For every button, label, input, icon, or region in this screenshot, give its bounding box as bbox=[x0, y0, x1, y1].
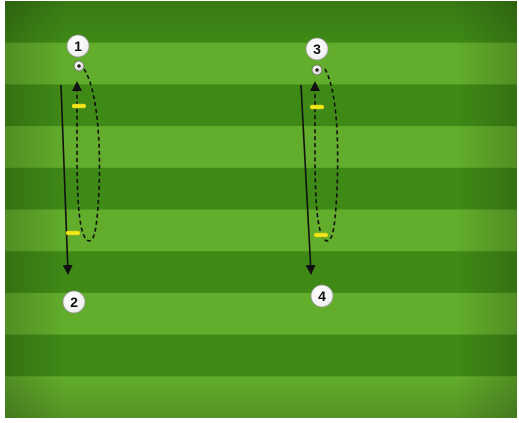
player-badge-1: 1 bbox=[66, 34, 90, 58]
pitch-vignette-vertical bbox=[5, 1, 517, 418]
run-arrow-left bbox=[60, 84, 73, 275]
run-arrow-right bbox=[300, 84, 316, 275]
dribble-path-right bbox=[310, 68, 339, 242]
cone-marker-icon bbox=[309, 104, 325, 110]
cone-marker-icon bbox=[65, 230, 81, 236]
soccer-ball-icon bbox=[73, 60, 85, 72]
player-badge-4: 4 bbox=[310, 284, 334, 308]
cone-marker-icon bbox=[313, 232, 329, 238]
drill-right bbox=[300, 64, 339, 275]
player-badge-3: 3 bbox=[305, 37, 329, 61]
player-number: 2 bbox=[70, 294, 78, 310]
dribble-path-left bbox=[72, 68, 101, 242]
training-drill-diagram: 1 2 3 4 bbox=[5, 1, 517, 419]
drill-left bbox=[60, 60, 101, 275]
soccer-ball-icon bbox=[311, 64, 323, 76]
player-number: 4 bbox=[318, 288, 326, 304]
cone-marker-icon bbox=[71, 103, 87, 109]
player-number: 3 bbox=[313, 41, 321, 57]
pitch: 1 2 3 4 bbox=[5, 1, 517, 419]
player-badge-2: 2 bbox=[62, 290, 86, 314]
player-number: 1 bbox=[74, 38, 82, 54]
